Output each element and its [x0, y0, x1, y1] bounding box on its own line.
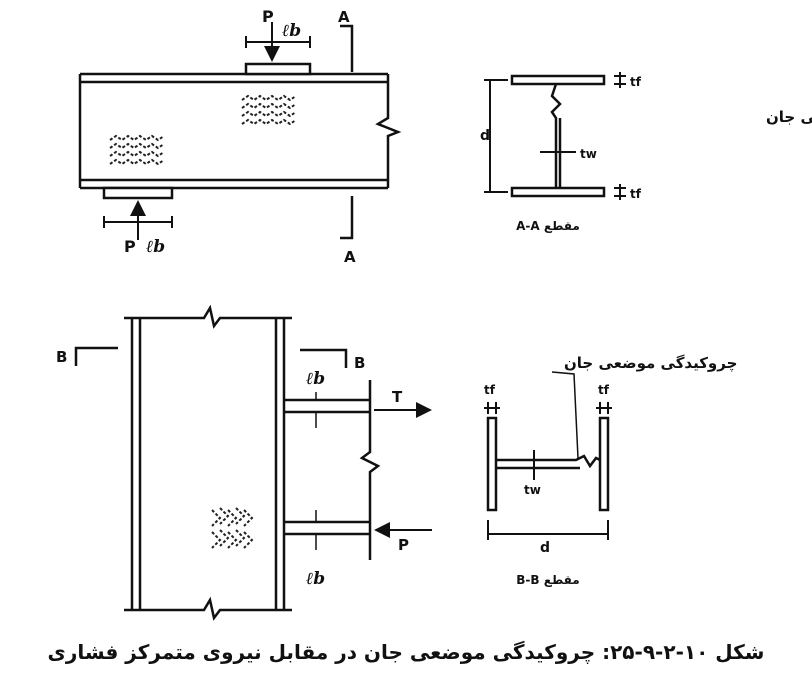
tw-label-aa: tw — [580, 147, 597, 161]
figure-caption: شکل ۱۰-۲-۹-۲۵: چروکیدگی موضعی جان در مقا… — [47, 640, 765, 664]
load-label-top: P — [262, 7, 274, 26]
load-label-bottom: P — [124, 237, 136, 256]
compression-label: P — [398, 536, 409, 554]
bearing-length-label-top: ℓb — [282, 21, 301, 41]
depth-label-bb: d — [540, 540, 550, 556]
load-arrow-top — [245, 22, 311, 62]
web-crippling-label-aa: چروکیدگی موضعی جان — [766, 108, 812, 127]
depth-label-aa: d — [480, 128, 490, 144]
section-cut-b — [74, 346, 348, 368]
section-a-label-bottom: A — [344, 248, 356, 266]
section-bb-title: مقطع B-B — [516, 573, 579, 587]
web-crippling-label-bb: چروکیدگی موضعی جان — [564, 354, 737, 373]
tf-label-aa-top: tf — [630, 75, 642, 89]
depth-dimension-aa — [484, 79, 508, 193]
tf-label-bb-left: tf — [484, 383, 496, 397]
bearing-length-label-col-bottom: ℓb — [306, 569, 325, 589]
column-elevation — [124, 304, 292, 621]
section-b-label-right: B — [354, 354, 365, 372]
tf-label-aa-bottom: tf — [630, 187, 642, 201]
load-arrow-bottom — [103, 200, 173, 240]
section-aa-title: مقطع A-A — [516, 219, 580, 233]
bearing-plate-bottom — [102, 186, 174, 200]
crippling-marks-column — [211, 507, 254, 549]
crippling-marks-beam — [109, 94, 297, 166]
tf-label-bb-right: tf — [598, 383, 610, 397]
bearing-plate-top — [244, 62, 312, 76]
bearing-length-label-bottom: ℓb — [146, 237, 165, 257]
section-b-label-left: B — [56, 348, 67, 366]
tension-label: T — [392, 388, 403, 406]
beam-elevation — [78, 72, 402, 190]
bearing-length-label-col-top: ℓb — [306, 369, 325, 389]
depth-dimension-bb — [484, 371, 612, 540]
web-crippling-figure: P ℓb P ℓb A A d — [56, 7, 812, 621]
tw-label-bb: tw — [524, 483, 541, 497]
section-bb-drawing — [486, 416, 610, 512]
section-aa-drawing — [510, 74, 606, 198]
section-a-label-top: A — [338, 8, 350, 26]
section-cut-a — [340, 24, 354, 240]
tf-ticks-aa — [540, 72, 626, 200]
connected-flanges — [284, 380, 381, 560]
